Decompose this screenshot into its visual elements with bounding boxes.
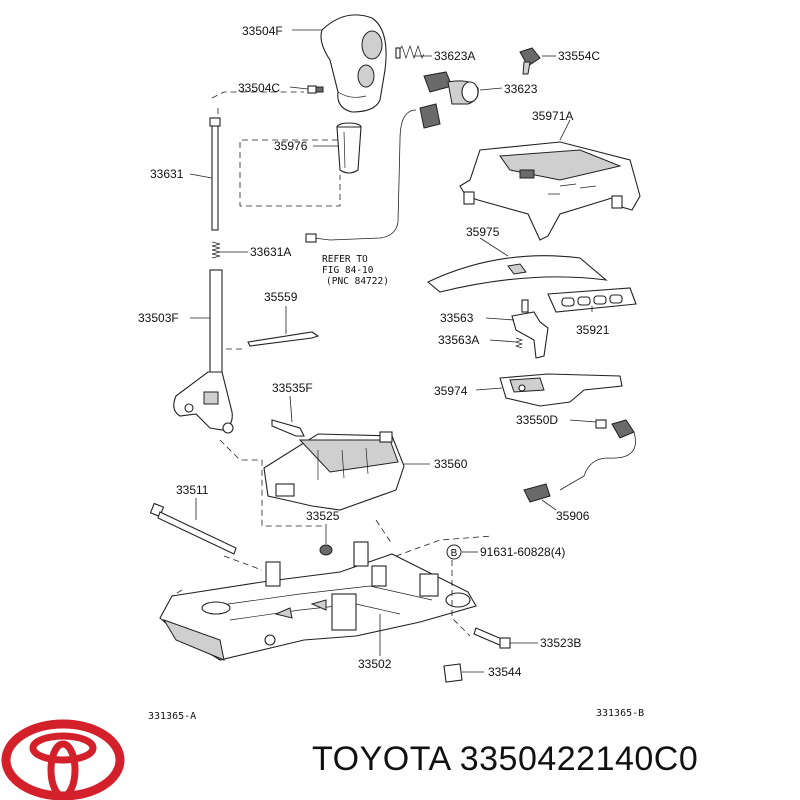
position-sensor-wire: [523, 419, 636, 503]
label-33511: 33511: [176, 483, 209, 497]
push-rod: [209, 117, 221, 231]
leader-lines: [189, 29, 597, 673]
label-35559: 35559: [264, 290, 298, 304]
set-screw: [307, 85, 324, 94]
short-bolt: [473, 627, 511, 649]
refer-note-line-2: FIG 84-10: [322, 265, 374, 276]
label-33554C: 33554C: [558, 49, 600, 63]
long-bolt: [149, 502, 237, 555]
label-35921: 35921: [576, 323, 610, 337]
label-35975: 35975: [466, 225, 500, 239]
switch-wire: [305, 103, 441, 243]
indicator-lens: [547, 287, 637, 313]
label-33503F: 33503F: [138, 311, 179, 325]
shift-button: [423, 71, 479, 105]
refer-note: REFER TO FIG 84-10 (PNC 84722): [322, 254, 389, 287]
label-33631A: 33631A: [250, 245, 291, 259]
shift-knob: [320, 14, 387, 113]
label-35906: 35906: [556, 509, 590, 523]
label-33631: 33631: [150, 167, 184, 181]
spring-pin: [271, 419, 305, 437]
bolt-marker: B: [446, 544, 462, 560]
shift-lock-plate: [499, 373, 623, 407]
figure-code-left: 331365-A: [148, 711, 196, 722]
lever-bracket: [247, 331, 320, 347]
shift-lock-solenoid: [511, 299, 549, 359]
refer-note-line-1: REFER TO: [322, 254, 368, 265]
indicator-housing: [459, 141, 641, 241]
label-33563: 33563: [440, 311, 474, 325]
label-35971A: 35971A: [532, 109, 573, 123]
label-35976: 35976: [274, 139, 308, 153]
toyota-logo-icon: [1, 719, 125, 800]
brand-part-number: TOYOTA 3350422140C0: [312, 740, 699, 778]
label-35974: 35974: [434, 384, 468, 398]
label-33563A: 33563A: [438, 333, 479, 347]
label-33504C: 33504C: [238, 81, 280, 95]
clip: [443, 663, 463, 683]
bolt-marker-letter: B: [451, 548, 458, 559]
shift-lever: [173, 269, 234, 434]
push-rod-spring: [211, 241, 221, 259]
selector-assembly: [263, 431, 405, 511]
label-33502: 33502: [358, 657, 392, 671]
label-33544: 33544: [488, 665, 522, 679]
indicator-plate: [426, 255, 608, 293]
label-33623A: 33623A: [434, 49, 475, 63]
label-33525: 33525: [306, 509, 340, 523]
refer-note-line-3: (PNC 84722): [326, 276, 389, 287]
lock-connector: [519, 47, 541, 75]
washer: [319, 544, 333, 556]
label-33504F: 33504F: [242, 24, 283, 38]
label-33550D: 33550D: [516, 413, 558, 427]
base-plate: [159, 541, 477, 661]
label-33623: 33623: [504, 82, 538, 96]
label-91631: 91631-60828(4): [480, 545, 565, 559]
figure-code-right: 331365-B: [596, 708, 644, 719]
label-33535F: 33535F: [272, 381, 313, 395]
label-33523B: 33523B: [540, 636, 581, 650]
knob-boot: [336, 122, 362, 174]
label-33560: 33560: [434, 457, 468, 471]
part-labels: 33504F 33623A 33554C 33504C 33623 35971A…: [138, 24, 610, 679]
